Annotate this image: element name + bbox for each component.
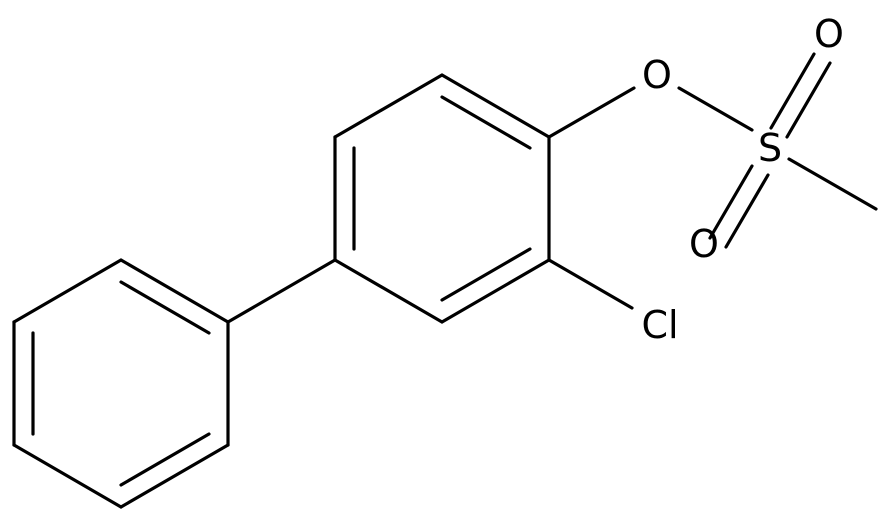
bond-ring-5	[440, 258, 551, 324]
bond-o-s	[677, 86, 754, 132]
atom-label-sulfonyl-oxygen-bottom: O	[689, 222, 719, 266]
bond-phenyl-6	[12, 258, 123, 324]
bond-phenyl-3	[119, 443, 230, 509]
bond-phenyl-4	[12, 443, 123, 509]
phenyl-ring	[12, 258, 230, 509]
bond-s-methyl	[787, 157, 878, 211]
bond-ring-3	[440, 73, 551, 139]
bond-s-o-bottom-b	[724, 173, 770, 249]
bond-s-o-top-a	[769, 52, 816, 130]
atom-label-sulfonyl-oxygen-top: O	[814, 12, 844, 56]
bond-ring-3-inner	[440, 95, 532, 150]
atom-label-sulfur: S	[758, 126, 782, 170]
bond-c-o	[547, 86, 636, 139]
bond-ring-6	[333, 258, 444, 324]
bond-s-o-bottom-a	[708, 164, 754, 240]
bond-biaryl	[226, 258, 337, 324]
chlorophenyl-ring	[333, 73, 551, 324]
bond-c-cl	[547, 258, 634, 310]
bond-ring-2	[333, 73, 444, 139]
bond-ring-5-inner	[440, 247, 532, 302]
bond-s-o-top-b	[785, 61, 832, 139]
atom-label-chlorine: Cl	[641, 303, 678, 347]
bond-phenyl-1	[119, 258, 230, 324]
bond-phenyl-3-inner	[119, 432, 211, 487]
atom-label-ester-oxygen: O	[642, 53, 672, 97]
bond-phenyl-1-inner	[119, 280, 211, 335]
